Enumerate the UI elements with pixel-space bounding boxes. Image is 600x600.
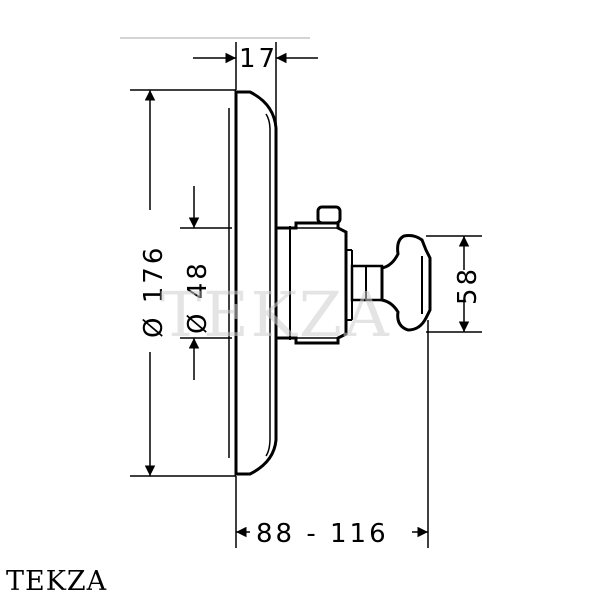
dimension-inner-diameter: Ø 48 [180, 186, 232, 380]
valve-top-knob [316, 205, 342, 225]
dimension-handle-height: 58 [426, 235, 483, 333]
dimension-projection: 88 - 116 [235, 320, 429, 549]
watermark-text: TEKZA [160, 278, 391, 351]
dimension-top-width: 17 [193, 42, 318, 124]
escutcheon-plate [228, 90, 278, 476]
dimension-projection-label: 88 - 116 [256, 519, 389, 549]
cross-handle [350, 234, 432, 332]
dimension-handle-height-label: 58 [453, 266, 483, 305]
dimension-inner-diameter-label: Ø 48 [183, 260, 213, 334]
dimension-outer-diameter-label: Ø 176 [139, 245, 169, 338]
dimension-top-width-label: 17 [239, 44, 278, 74]
dimension-outer-diameter: Ø 176 [130, 89, 236, 477]
brand-label: TEKZA [6, 566, 108, 597]
